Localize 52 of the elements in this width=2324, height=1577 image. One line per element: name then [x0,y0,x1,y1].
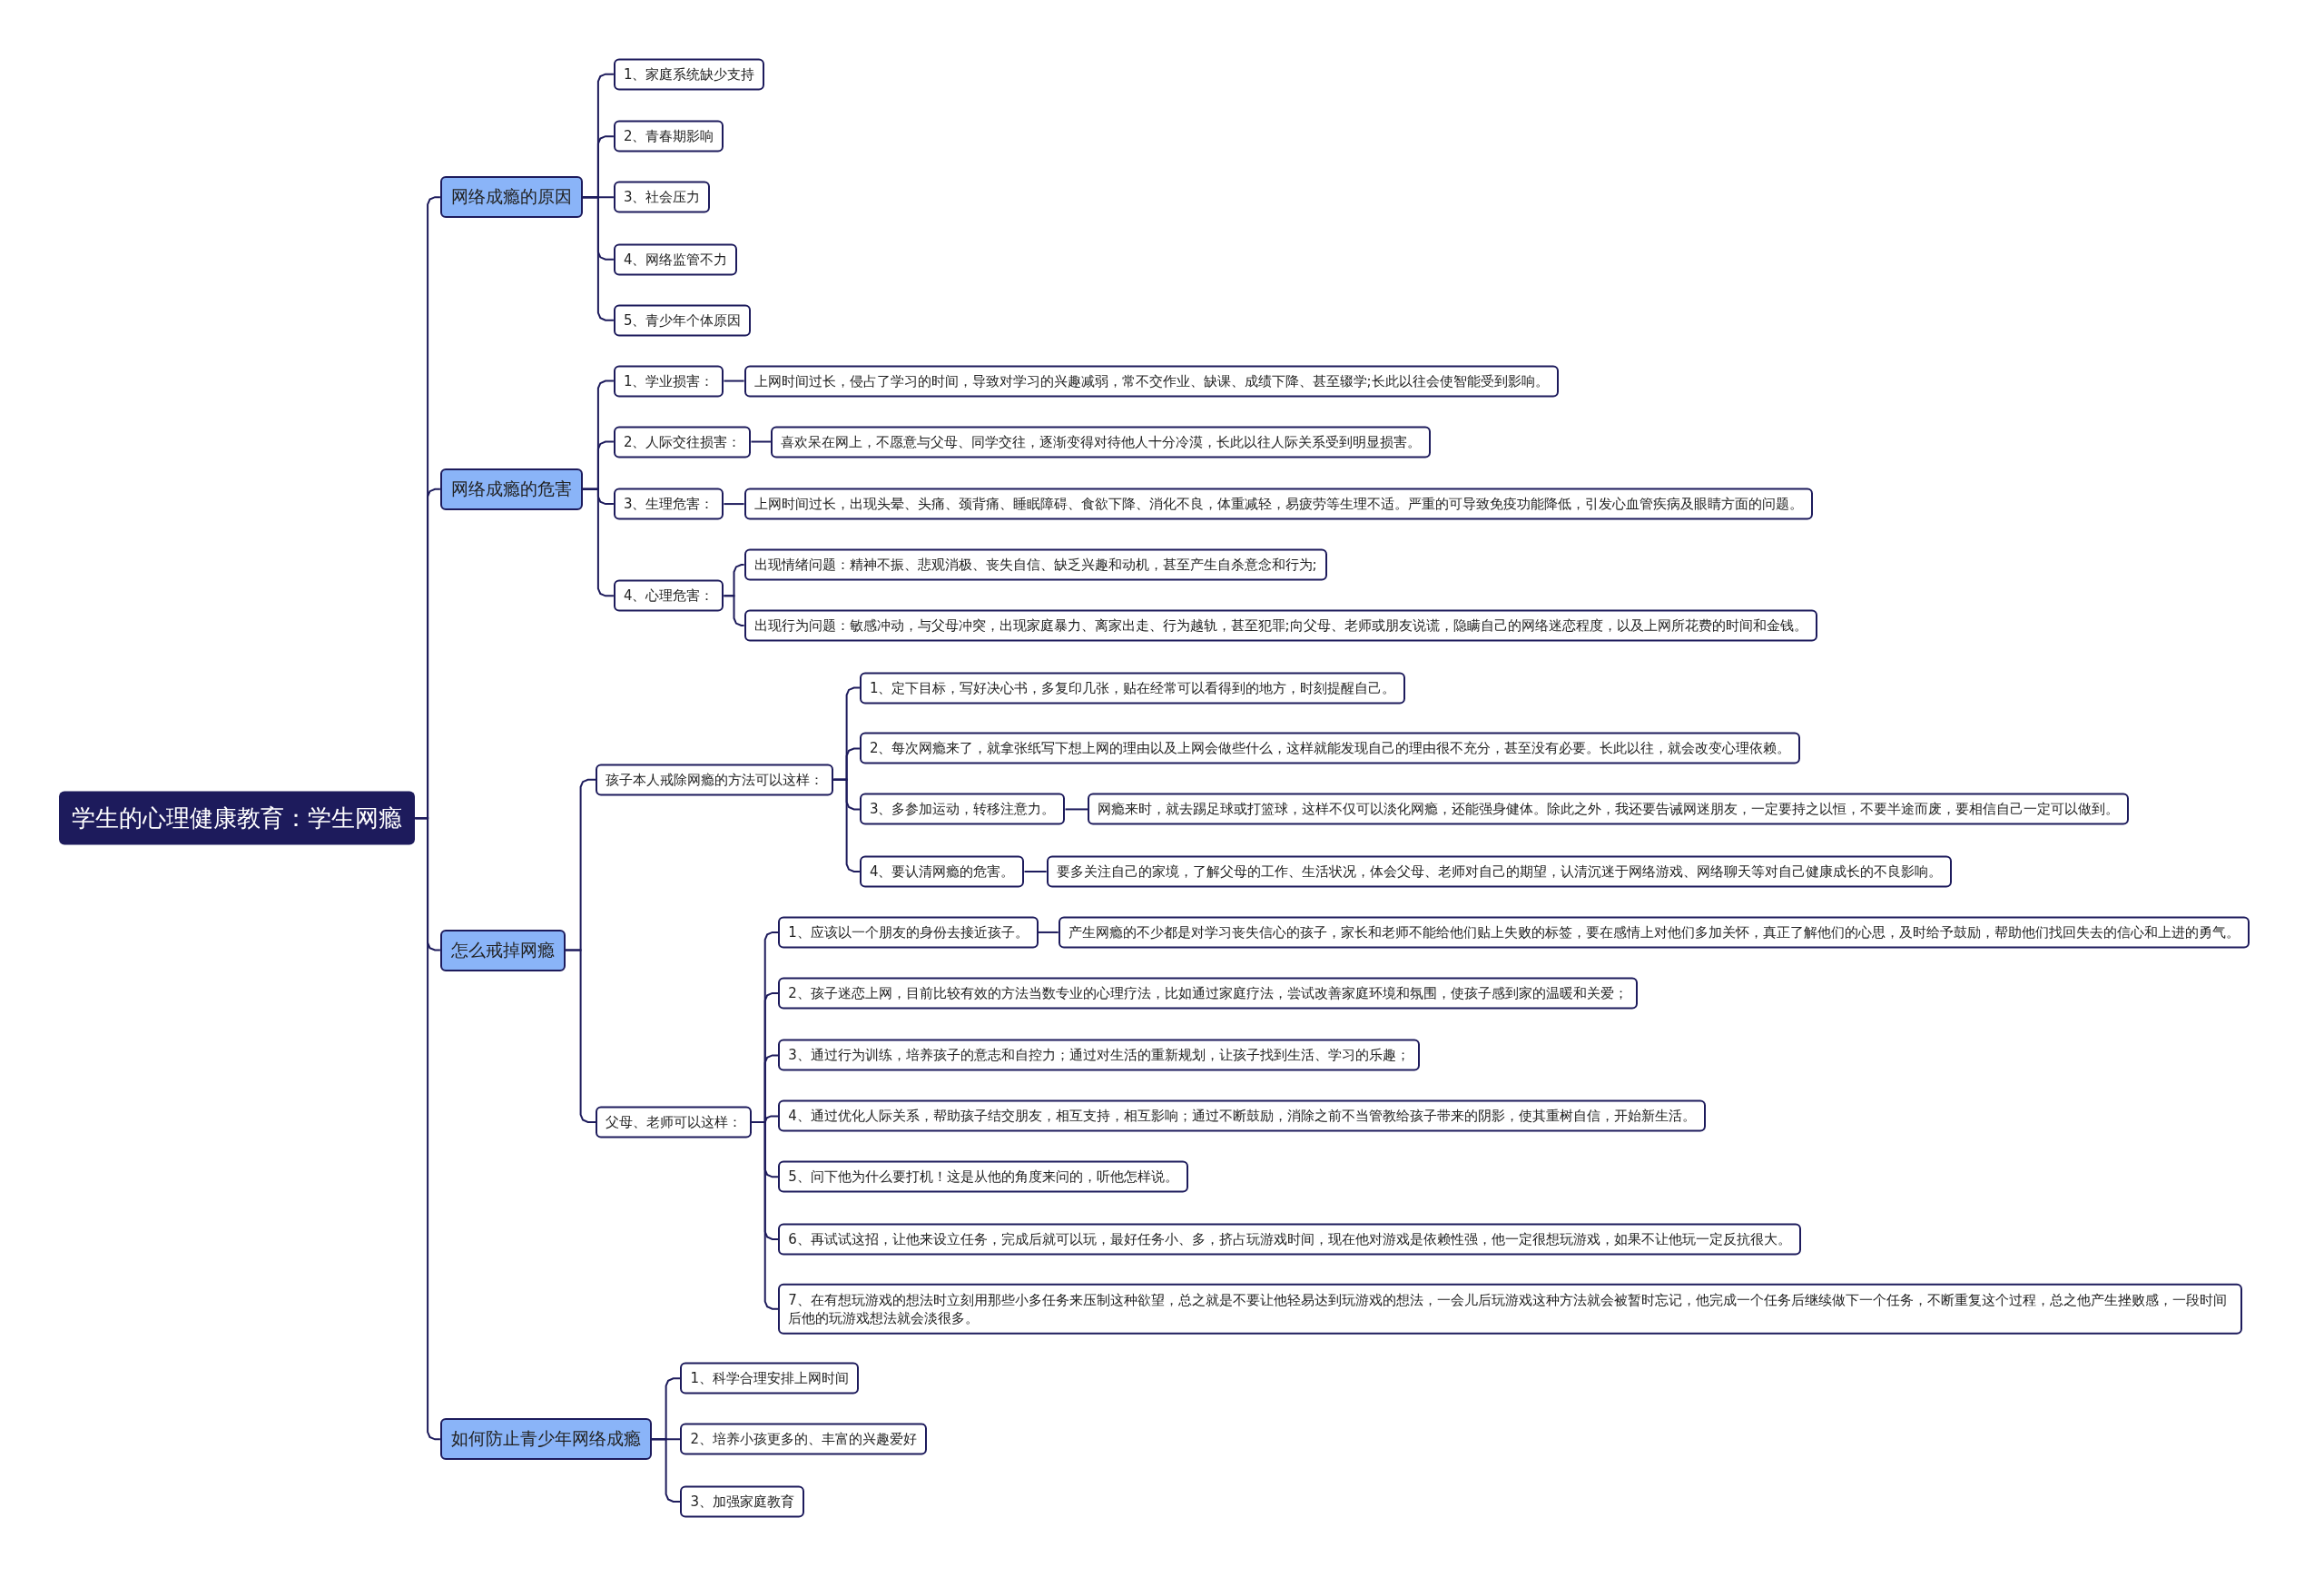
subtopic: 7、在有想玩游戏的想法时立刻用那些小多任务来压制这种欲望，总之就是不要让他轻易达到玩游戏的想法，一会儿后玩游戏这种方法就会被暂时忘记，他完成一个任务后继续做下一个任务，不断重复这个过程，总之他产生挫败感，一段时间后他的玩游戏想法就会淡很多。 [778,1283,2243,1335]
subtopic: 3、加强家庭教育 [680,1485,804,1518]
subtopic: 产生网瘾的不少都是对学习丧失信心的孩子，家长和老师不能给他们贴上失败的标签，要在感情上对他们多加关怀，真正了解他们的心思，及时给予鼓励，帮助他们找回失去的信心和上进的勇气。 [1058,916,2250,949]
subtopic: 2、每次网瘾来了，就拿张纸写下想上网的理由以及上网会做些什么，这样就能发现自己的理由很不充分，甚至没有必要。长此以往，就会改变心理依赖。 [859,733,1801,764]
subtopic: 1、定下目标，写好决心书，多复印几张，贴在经常可以看得到的地方，时刻提醒自己。 [859,672,1406,705]
connector-line [723,595,745,626]
subtopic: 2、人际交往损害： [613,426,752,458]
subtopic: 1、家庭系统缺少支持 [613,58,765,91]
connector-line [832,778,861,872]
connector-line [750,440,772,443]
subtopic: 要多关注自己的家境，了解父母的工作、生活状况，体会父母、老师对自己的期望，认清沉迷于网络游戏、网络聊天等对自己健康成长的不良影响。 [1046,855,1952,888]
subtopic: 2、孩子迷恋上网，目前比较有效的方法当数专业的心理疗法，比如通过家庭疗法，尝试改善家庭环境和氛围，使孩子感到家的温暖和关爱； [778,977,1638,1010]
connector-line [564,949,597,1123]
subtopic: 父母、老师可以这样： [596,1106,753,1138]
subtopic: 4、网络监管不力 [613,243,738,276]
subtopic: 1、应该以一个朋友的身份去接近孩子。 [778,916,1039,949]
subtopic: 5、问下他为什么要打机！这是从他的角度来问的，听他怎样说。 [778,1160,1188,1193]
subtopic: 1、科学合理安排上网时间 [680,1362,859,1395]
subtopic: 上网时间过长，出现头晕、头痛、颈背痛、睡眠障碍、食欲下降、消化不良，体重减轻，易疲劳等生理不适。严重的可导致免疫功能降低，引发心血管疾病及眼睛方面的问题。 [743,488,1813,520]
connector-line [723,503,745,506]
subtopic: 网瘾来时，就去踢足球或打篮球，这样不仅可以淡化网瘾，还能强身健体。除此之外，我还要告诫网迷朋友，一定要持之以恒，不要半途而废，要相信自己一定可以做到。 [1088,793,2130,825]
subtopic: 5、青少年个体原因 [613,304,752,337]
branch-topic: 网络成瘾的原因 [439,176,583,219]
subtopic: 2、培养小孩更多的、丰富的兴趣爱好 [680,1423,927,1455]
subtopic: 孩子本人戒除网瘾的方法可以这样： [596,764,834,796]
subtopic: 出现情绪问题：精神不振、悲观消极、丧失自信、缺乏兴趣和动机，甚至产生自杀意念和行为; [743,548,1327,581]
connector-line [650,1438,682,1503]
connector-line [1064,808,1089,811]
connector-line [1037,931,1059,933]
subtopic: 2、青春期影响 [613,120,724,153]
subtopic: 3、社会压力 [613,181,711,213]
subtopic: 3、多参加运动，转移注意力。 [859,793,1066,825]
root-topic: 学生的心理健康教育：学生网瘾 [59,791,416,845]
subtopic: 4、心理危害： [613,579,724,612]
connector-line [581,196,615,321]
subtopic: 4、要认清网瘾的危害。 [859,855,1025,888]
connector-line [414,817,441,1441]
branch-topic: 如何防止青少年网络成瘾 [439,1418,652,1461]
connector-line [751,1120,780,1310]
connector-line [723,379,745,382]
subtopic: 4、通过优化人际关系，帮助孩子结交朋友，相互支持，相互影响；通过不断鼓励，消除之前不当管教给孩子带来的阴影，使其重树自信，开始新生活。 [778,1099,1706,1132]
subtopic: 出现行为问题：敏感冲动，与父母冲突，出现家庭暴力、离家出走、行为越轨，甚至犯罪;向父母、老师或朋友说谎，隐瞒自己的网络迷恋程度，以及上网所花费的时间和金钱。 [743,609,1817,642]
subtopic: 1、学业损害： [613,365,724,398]
connector-line [581,488,615,597]
subtopic: 喜欢呆在网上，不愿意与父母、同学交往，逐渐变得对待他人十分冷漠，长此以往人际关系受到明显损害。 [770,426,1431,458]
subtopic: 3、通过行为训练，培养孩子的意志和自控力；通过对生活的重新规划，让孩子找到生活、学习的乐趣； [778,1039,1420,1071]
branch-topic: 网络成瘾的危害 [439,468,583,510]
connector-line [1023,871,1048,872]
subtopic: 上网时间过长，侵占了学习的时间，导致对学习的兴趣减弱，常不交作业、缺课、成绩下降、甚至辍学;长此以往会使智能受到影响。 [743,365,1559,398]
subtopic: 6、再试试这招，让他来设立任务，完成后就可以玩，最好任务小、多，挤占玩游戏时间，现在他对游戏是依赖性强，他一定很想玩游戏，如果不让他玩一定反抗很大。 [778,1223,1801,1256]
subtopic: 3、生理危害： [613,488,724,520]
branch-topic: 怎么戒掉网瘾 [439,929,566,971]
